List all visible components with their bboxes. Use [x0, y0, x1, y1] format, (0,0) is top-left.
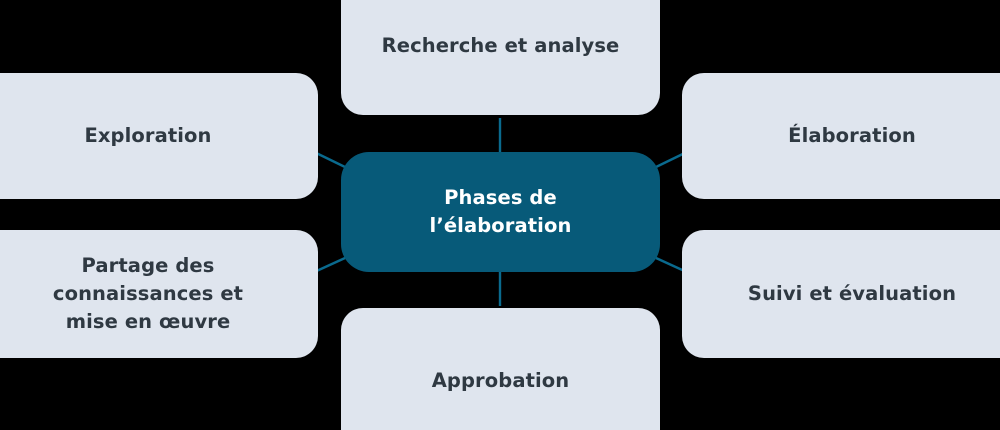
node-label: Approbation [431, 369, 570, 393]
node-partage-des-connaissances[interactable]: Partage des connaissances et mise en œuv… [0, 230, 318, 358]
node-elaboration[interactable]: Élaboration [682, 73, 1000, 199]
node-label: Recherche et analyse [381, 33, 620, 57]
node-label: Suivi et évaluation [747, 282, 957, 306]
hub-label: Phases de l’élaboration [429, 186, 572, 237]
node-recherche-et-analyse[interactable]: Recherche et analyse [341, 0, 660, 115]
node-exploration[interactable]: Exploration [0, 73, 318, 199]
node-suivi-et-evaluation[interactable]: Suivi et évaluation [682, 230, 1000, 358]
node-label: Exploration [84, 124, 212, 148]
node-label: Élaboration [788, 124, 916, 148]
node-approbation[interactable]: Approbation [341, 308, 660, 430]
hub-phases-de-lelaboration[interactable]: Phases de l’élaboration [341, 152, 660, 272]
node-label: Partage des connaissances et mise en œuv… [52, 254, 244, 333]
